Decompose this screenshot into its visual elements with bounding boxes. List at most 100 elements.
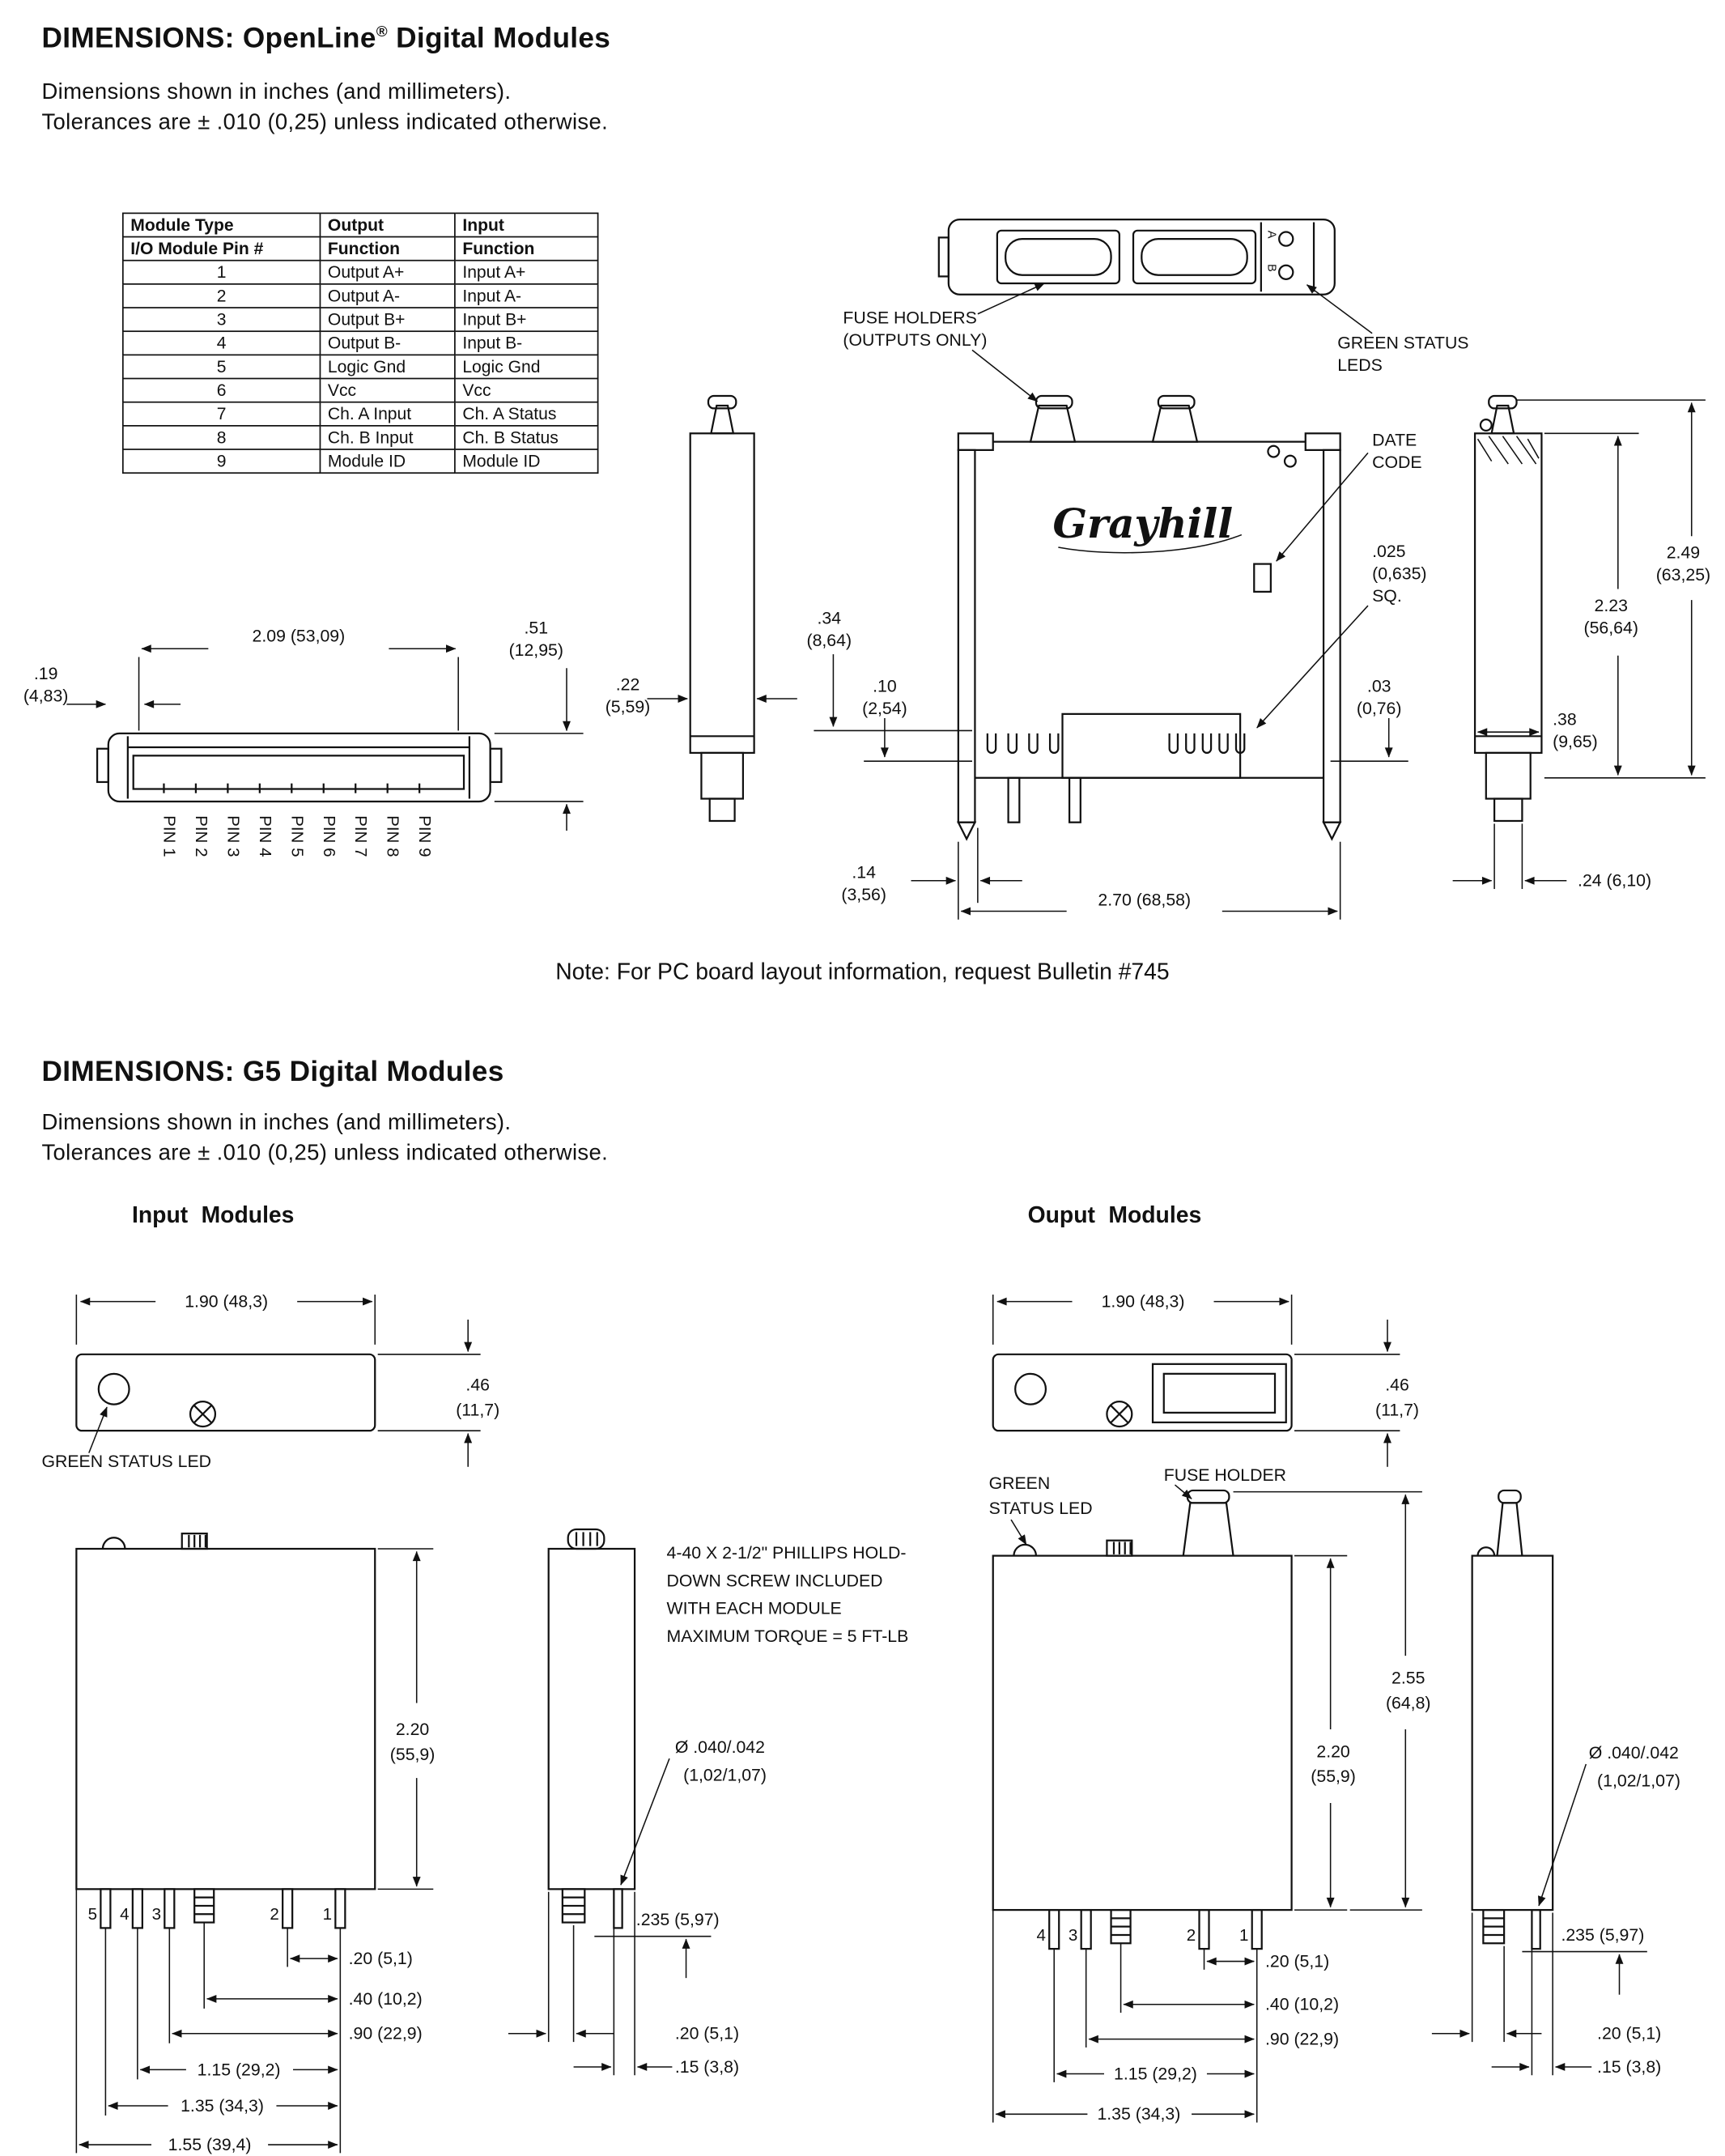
fuse-cap-icon	[1151, 404, 1199, 443]
openline-dimension-lines	[66, 399, 1706, 920]
pin-number-1: 1	[1239, 1926, 1248, 1945]
dim-51-mm: (12,95)	[509, 640, 563, 660]
fuse-cap-icon	[1496, 1502, 1523, 1556]
section2-title: DIMENSIONS: G5 Digital Modules	[41, 1055, 504, 1088]
pin-number-3: 3	[1069, 1926, 1077, 1945]
dim-34-mm: (8,64)	[806, 631, 852, 650]
dim-235-input: .235 (5,97)	[636, 1910, 720, 1929]
status-led-a-icon	[1278, 231, 1294, 247]
fuse-holders-label: FUSE HOLDERS	[843, 308, 976, 328]
openline-top-view	[937, 218, 1336, 296]
dim-24: .24 (6,10)	[1578, 871, 1651, 891]
dim-20-input: .20 (5,1)	[349, 1949, 413, 1968]
dim-40-input: .40 (10,2)	[349, 1989, 423, 2009]
openline-drawing: A B FUSE HOLDERS (OUTPUTS ONLY) GREEN ST…	[23, 218, 1710, 920]
dim-14: .14	[852, 862, 876, 882]
g5-output-front-view	[992, 1489, 1293, 1950]
screw-head-icon	[1106, 1401, 1133, 1428]
tolerance-note-line1: Dimensions shown in inches (and millimet…	[41, 80, 512, 104]
dim-135-output: 1.35 (34,3)	[1097, 2104, 1180, 2124]
dim-2-55-output-mm: (64,8)	[1386, 1693, 1431, 1712]
pin-number-5: 5	[88, 1905, 97, 1924]
led-dome-icon	[101, 1537, 126, 1550]
green-status-leds-label2: LEDS	[1337, 355, 1383, 375]
table-header-row-2: I/O Module Pin # Function Function	[121, 236, 599, 262]
tolerance-note2-line1: Dimensions shown in inches (and millimet…	[41, 1111, 512, 1135]
led-b-label: B	[1264, 264, 1277, 272]
pin-9-label: PIN 9	[415, 815, 434, 857]
pin-number-2: 2	[270, 1905, 278, 1924]
pin-6-label: PIN 6	[320, 815, 338, 857]
front-led-icon	[1283, 454, 1297, 468]
green-status-leds-label: GREEN STATUS	[1337, 334, 1468, 353]
dim-135-input: 1.35 (34,3)	[181, 2096, 264, 2116]
dim-2-20-output: 2.20	[1316, 1741, 1349, 1761]
dim-20-output: .20 (5,1)	[1265, 1951, 1329, 1971]
pin-8-label: PIN 8	[384, 815, 402, 857]
dim-pin-dia-output-mm: (1,02/1,07)	[1597, 1771, 1680, 1790]
registered-mark: ®	[376, 23, 389, 41]
output-modules-heading: Ouput Modules	[1027, 1202, 1202, 1228]
openline-side-view-left	[689, 394, 755, 823]
screw-note-line2: DOWN SCREW INCLUDED	[667, 1571, 883, 1590]
led-dome-icon	[1013, 1543, 1038, 1556]
green-status-led-icon	[97, 1372, 130, 1405]
section1-title: DIMENSIONS: OpenLine® Digital Modules	[41, 22, 610, 55]
g5-input-front-view	[75, 1533, 376, 1929]
green-status-led-label-input: GREEN STATUS LED	[41, 1452, 211, 1471]
dim-2-23-mm: (56,64)	[1584, 618, 1638, 637]
g5-output-side-view	[1471, 1489, 1554, 1950]
dim-2-70: 2.70 (68,58)	[1098, 891, 1191, 910]
header-pin-number: I/O Module Pin #	[121, 236, 321, 262]
dim-51: .51	[524, 618, 548, 637]
dim-115-output: 1.15 (29,2)	[1114, 2064, 1197, 2083]
g5-input-top-dims	[75, 1295, 481, 1467]
callout-leaders	[971, 283, 1373, 729]
dim-90-output: .90 (22,9)	[1265, 2030, 1339, 2049]
g5-input-front-dims	[75, 1548, 434, 2154]
dim-38: .38	[1553, 710, 1577, 729]
green-status-led-label-output2: STATUS LED	[989, 1499, 1093, 1518]
fuse-holder-icon	[1151, 1363, 1287, 1423]
pin-function-table: Module Type Output Input I/O Module Pin …	[121, 212, 599, 474]
pin-square-dim-mm: (0,635)	[1372, 563, 1426, 583]
dim-pin-dia-input: Ø .040/.042	[675, 1737, 765, 1757]
dim-22-mm: (5,59)	[605, 697, 651, 717]
input-modules-heading: Input Modules	[131, 1202, 295, 1228]
green-status-led-icon	[1014, 1372, 1047, 1405]
dim-03-mm: (0,76)	[1357, 699, 1402, 718]
tolerance-note-line2: Tolerances are ± .010 (0,25) unless indi…	[41, 111, 609, 135]
g5-output-front-dims	[992, 1490, 1422, 2123]
dim-15-side-output: .15 (3,8)	[1597, 2057, 1661, 2077]
dim-235-output: .235 (5,97)	[1561, 1925, 1644, 1945]
header-module-type: Module Type	[121, 212, 321, 238]
g5-drawing: 1.90 (48,3) .46 (11,7) GREEN STATUS LED …	[41, 1291, 1680, 2154]
openline-profile-view	[96, 732, 503, 803]
pin-number-1: 1	[323, 1905, 332, 1924]
g5-output-top-dims	[992, 1295, 1400, 1546]
grayhill-logo: Grayhill	[1053, 500, 1234, 547]
pc-board-note: Note: For PC board layout information, r…	[555, 959, 1170, 985]
dim-1-90-input: 1.90 (48,3)	[185, 1291, 268, 1311]
screw-note-line4: MAXIMUM TORQUE = 5 FT-LB	[667, 1627, 909, 1646]
dim-14-mm: (3,56)	[841, 885, 886, 904]
pin-square-dim: .025	[1372, 542, 1405, 561]
dim-46-input-mm: (11,7)	[456, 1400, 499, 1419]
g5-input-side-dims	[508, 1758, 712, 2076]
fuse-holder-label-output: FUSE HOLDER	[1164, 1465, 1286, 1485]
pin-number-4: 4	[1036, 1926, 1045, 1945]
dim-2-20-input-mm: (55,9)	[390, 1745, 435, 1764]
date-code-mark	[1253, 563, 1272, 593]
pin-number-2: 2	[1187, 1926, 1196, 1945]
header-input-function: Function	[454, 236, 599, 262]
pin-number-3: 3	[152, 1905, 161, 1924]
fuse-cap-icon	[1182, 1502, 1234, 1556]
dim-03: .03	[1367, 676, 1391, 695]
dim-90-input: .90 (22,9)	[349, 2024, 423, 2043]
